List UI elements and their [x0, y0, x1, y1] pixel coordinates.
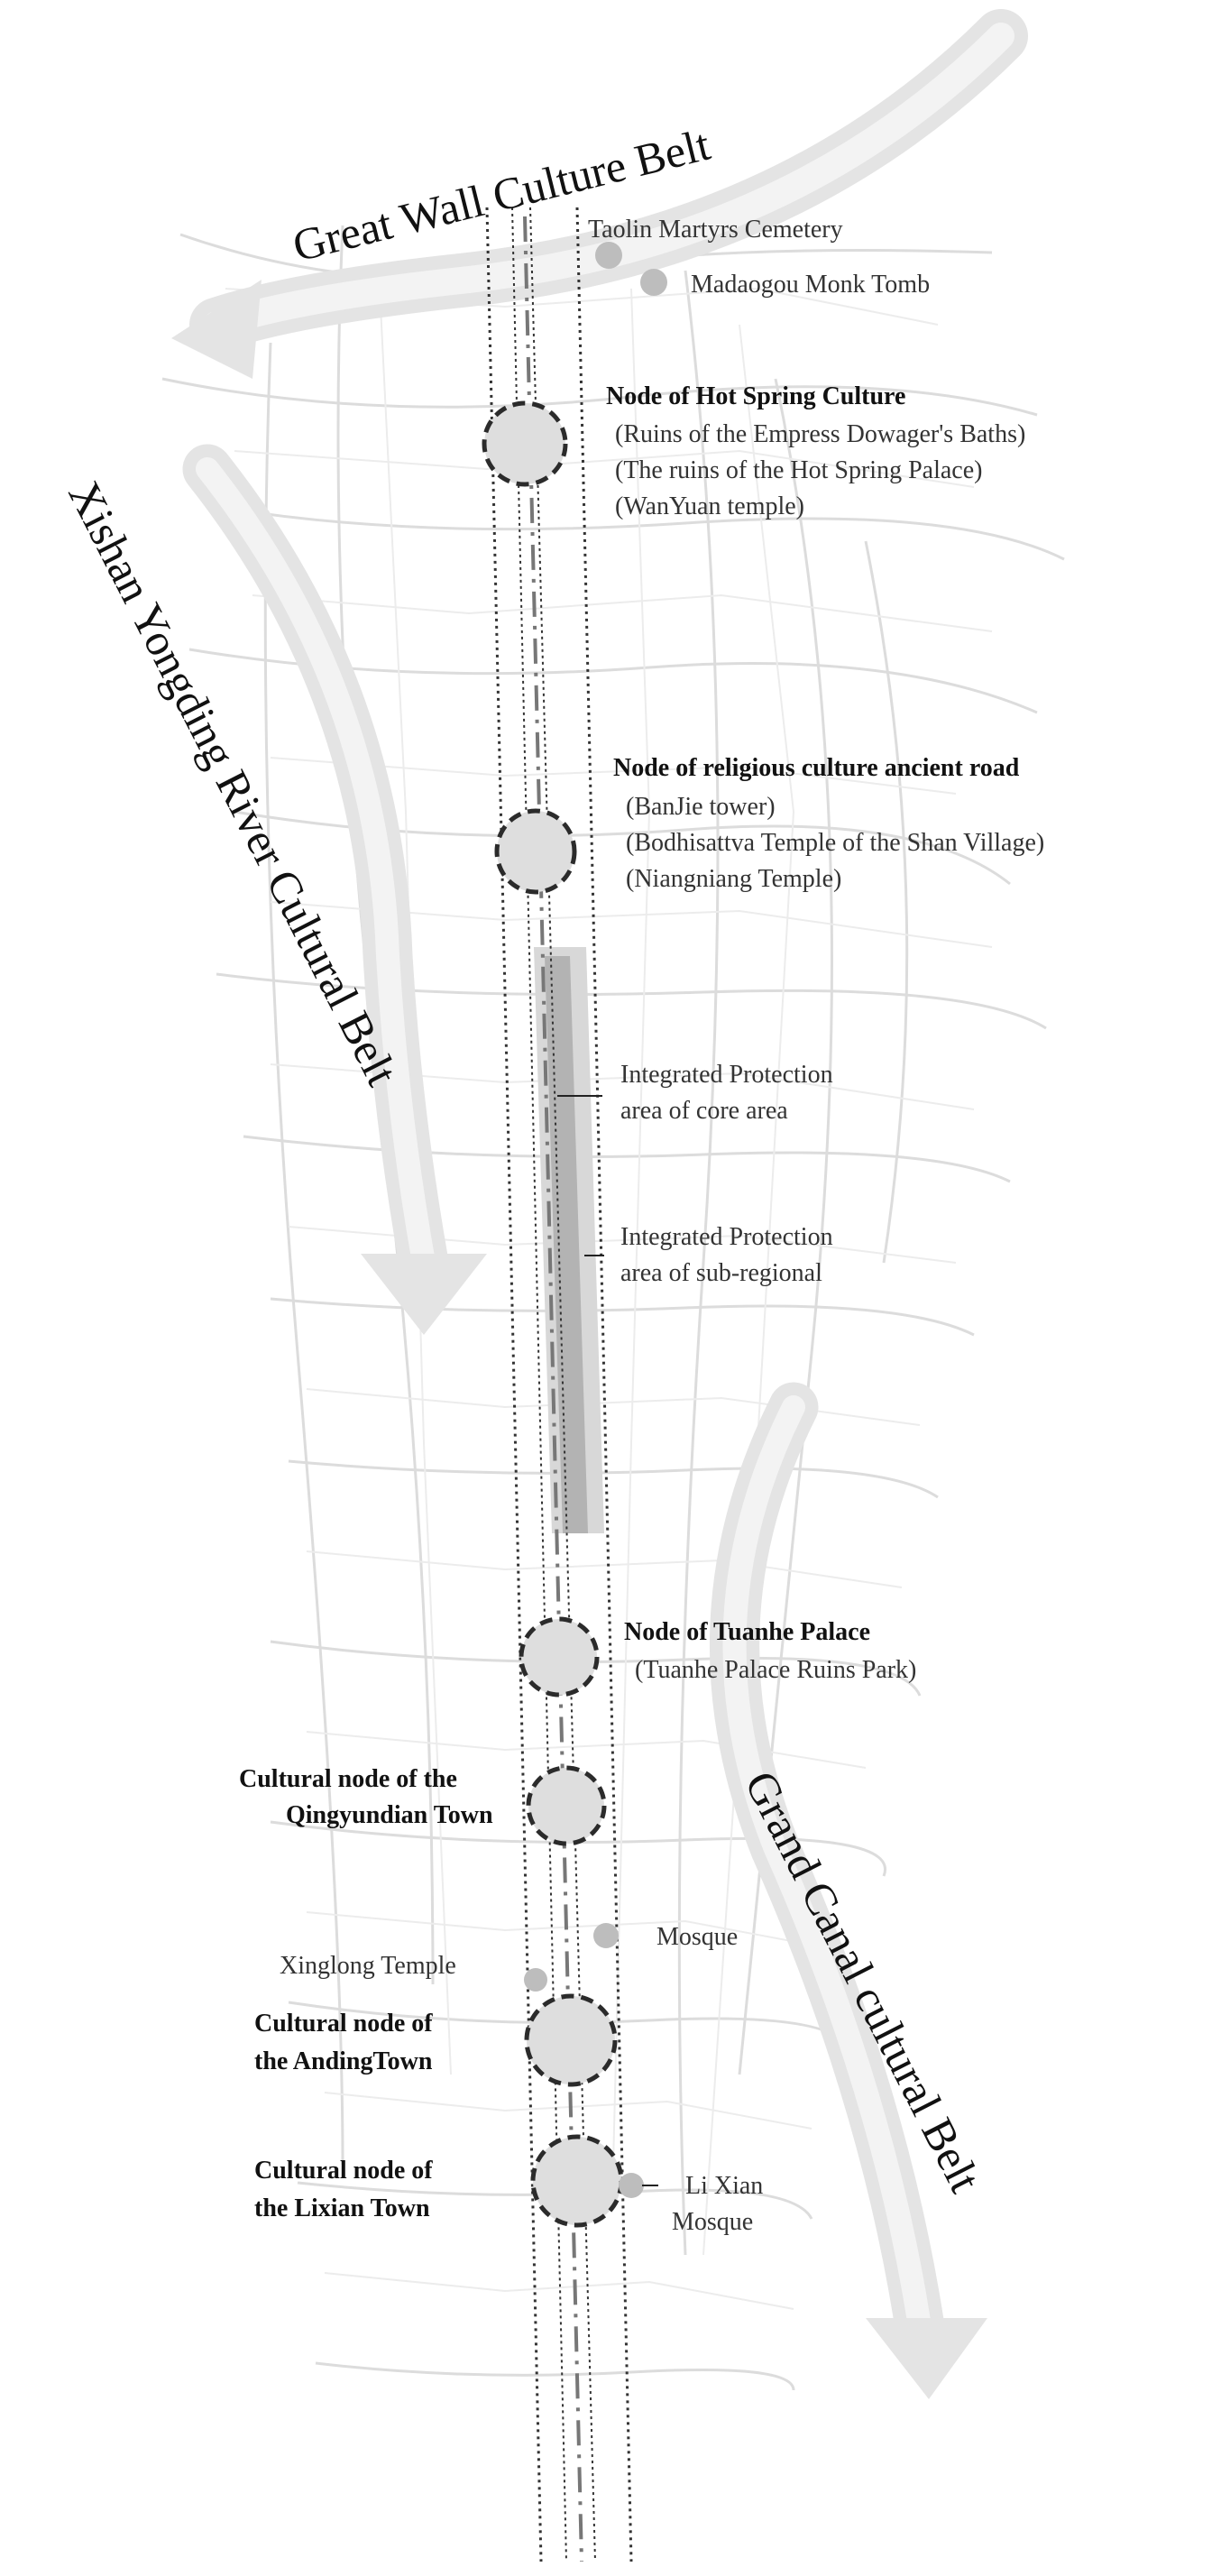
core-area-label-2: area of core area [620, 1097, 788, 1125]
node-tuanhe-circle [519, 1616, 600, 1697]
core-protection-area [545, 956, 588, 1533]
xinglong-label: Xinglong Temple [280, 1952, 456, 1980]
lixian-label-2: the Lixian Town [254, 2194, 430, 2222]
subregional-label-2: area of sub-regional [620, 1259, 822, 1287]
hot-spring-item-1: (Ruins of the Empress Dowager's Baths) [615, 420, 1025, 448]
hot-spring-item-2: (The ruins of the Hot Spring Palace) [615, 456, 982, 484]
corridor-outer-boundary [485, 207, 633, 2562]
madaogou-label: Madaogou Monk Tomb [691, 271, 930, 299]
great-wall-belt-arrow [171, 9, 1028, 379]
lixian-mosque-site-dot [619, 2173, 644, 2198]
node-qingyundian-circle [526, 1765, 607, 1846]
lixian-label-1: Cultural node of [254, 2157, 433, 2185]
node-hot-spring-circle [482, 400, 568, 487]
anding-label-2: the AndingTown [254, 2047, 433, 2075]
core-area-label-1: Integrated Protection [620, 1061, 833, 1089]
qingyundian-label-1: Cultural node of the [239, 1765, 457, 1793]
node-anding-circle [524, 1993, 618, 2087]
taolin-label: Taolin Martyrs Cemetery [588, 216, 843, 244]
anding-label-1: Cultural node of [254, 2010, 433, 2038]
mosque-site-dot [593, 1923, 619, 1948]
lixian-mosque-label-1: Li Xian [685, 2172, 763, 2200]
xinglong-site-dot [524, 1968, 547, 1992]
religious-item-1: (BanJie tower) [626, 793, 776, 821]
corridor-inner-boundary [511, 207, 596, 2562]
grand-canal-belt-arrow [710, 1382, 987, 2399]
mosque-label: Mosque [656, 1923, 738, 1951]
madaogou-site-dot [640, 269, 667, 296]
node-religious-circle [494, 808, 577, 895]
hot-spring-node-title: Node of Hot Spring Culture [606, 382, 905, 410]
tuanhe-item-1: (Tuanhe Palace Ruins Park) [635, 1656, 916, 1684]
node-lixian-circle [530, 2134, 624, 2228]
tuanhe-node-title: Node of Tuanhe Palace [624, 1618, 870, 1646]
hot-spring-item-3: (WanYuan temple) [615, 492, 804, 520]
xishan-belt-arrow [182, 444, 487, 1335]
qingyundian-label-2: Qingyundian Town [286, 1801, 493, 1829]
lixian-mosque-label-2: Mosque [672, 2208, 753, 2236]
religious-item-2: (Bodhisattva Temple of the Shan Village) [626, 829, 1044, 857]
central-axis [523, 216, 583, 2562]
religious-node-title: Node of religious culture ancient road [613, 754, 1020, 782]
subregional-label-1: Integrated Protection [620, 1223, 833, 1251]
taolin-site-dot [595, 242, 622, 269]
religious-item-3: (Niangniang Temple) [626, 865, 841, 893]
